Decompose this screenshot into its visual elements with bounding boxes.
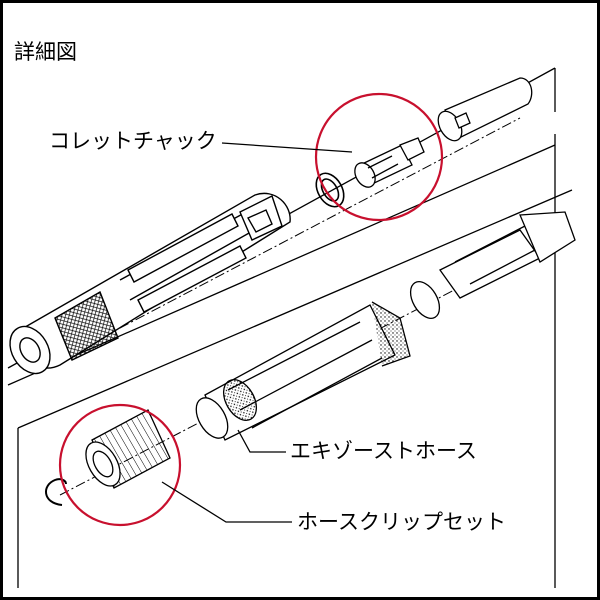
handpiece-body <box>9 192 291 375</box>
callout-collet-chuck: コレットチャック <box>49 129 217 153</box>
o-ring-part <box>315 172 345 208</box>
highlight-circle-collet <box>314 92 444 222</box>
hose-clip-nut-part <box>85 409 171 489</box>
threaded-connector-part <box>409 211 576 319</box>
diagram-title: 詳細図 <box>14 40 77 64</box>
nozzle-part <box>437 77 533 142</box>
highlight-circles <box>58 92 444 527</box>
retaining-clip-part <box>45 478 67 506</box>
collet-chuck-part <box>354 137 425 188</box>
leader-lines <box>161 142 353 523</box>
callout-hose-clip-set: ホースクリップセット <box>297 510 506 534</box>
leader-collet <box>221 142 353 153</box>
highlight-circle-clip <box>58 403 182 527</box>
leader-exhaust <box>237 429 286 453</box>
callout-exhaust-hose: エキゾーストホース <box>290 439 477 463</box>
exhaust-hose-part <box>195 301 411 441</box>
leader-clip <box>161 481 292 523</box>
